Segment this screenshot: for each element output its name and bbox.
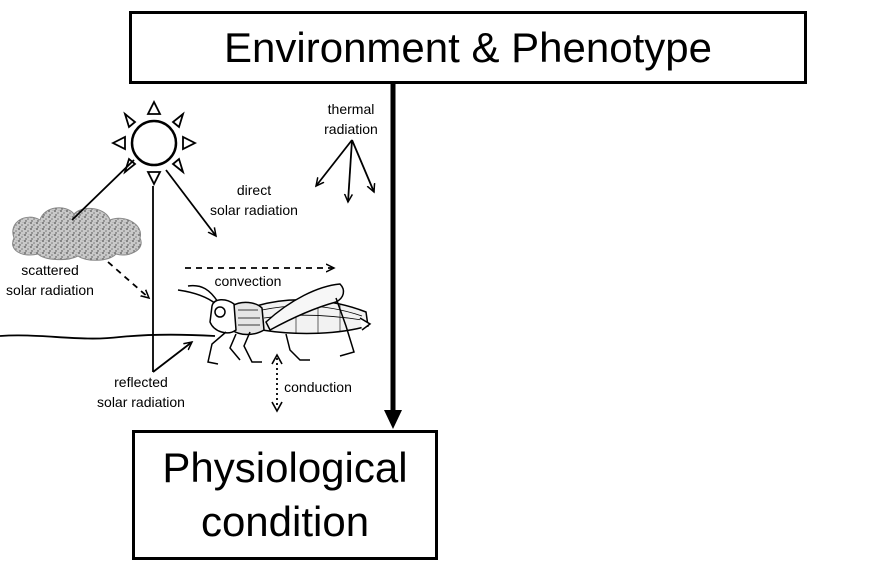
direct-radiation-label-line2: solar radiation [210,202,298,218]
thermal-radiation-arrows [316,139,374,202]
thermal-radiation-label-line1: thermal [328,101,375,117]
grasshopper-illustration [177,283,372,365]
reflected-radiation-label-line2: solar radiation [97,394,185,410]
scattered-radiation-label-line1: scattered [21,262,79,278]
main-flow-arrowhead [384,410,402,429]
environment-phenotype-box: Environment & Phenotype [129,11,807,84]
ground-line [0,333,216,340]
reflected-radiation-label-line1: reflected [114,374,168,390]
physiological-condition-line1: Physiological [162,444,408,491]
thermal-radiation-label-line2: radiation [324,121,378,137]
convection-label: convection [215,273,282,289]
cloud-icon [12,207,142,261]
environment-phenotype-label: Environment & Phenotype [224,23,712,71]
direct-radiation-arrow [165,169,216,236]
conduction-label: conduction [284,379,352,395]
scattered-radiation-arrow [107,261,149,298]
physiological-condition-line2: condition [200,498,370,545]
sun-cloud-line [71,159,135,221]
reflected-radiation-arrow [152,342,192,373]
direct-radiation-label-line1: direct [237,182,271,198]
conduction-arrow [271,353,283,413]
physiological-condition-box: Physiological condition [132,430,438,560]
scattered-radiation-label-line2: solar radiation [6,282,94,298]
sun-icon [110,99,198,187]
